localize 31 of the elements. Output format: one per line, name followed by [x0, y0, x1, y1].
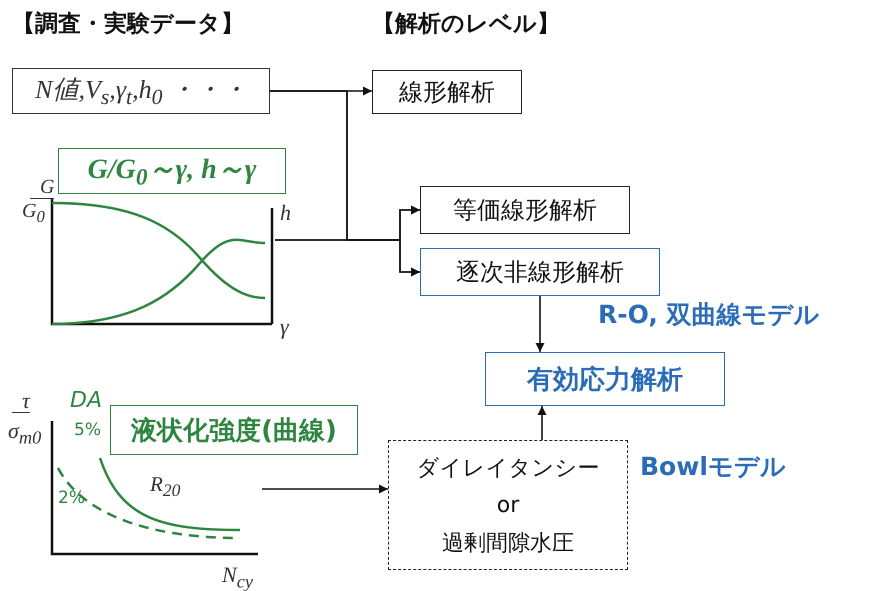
node-text: ダイレイタンシー — [416, 454, 600, 482]
section-heading: 【調査・実験データ】 — [12, 10, 244, 39]
node-text: 過剰間隙水圧 — [442, 530, 574, 558]
node-text: or — [496, 492, 520, 518]
chart-drawing — [50, 198, 275, 326]
series-label: 5% — [74, 420, 101, 440]
axis-label: γ — [280, 314, 289, 340]
process-box — [388, 440, 628, 570]
curve-label: R$_{20}$ — [150, 472, 180, 502]
arrow — [538, 406, 546, 440]
axis-label: N$_{cy}$ — [222, 562, 253, 591]
process-box: 等価線形解析 — [420, 186, 630, 234]
arrow — [275, 239, 420, 276]
axis-label: h — [280, 200, 291, 226]
process-box: 線形解析 — [372, 70, 522, 114]
series-label: 2% — [58, 488, 85, 508]
process-box: 逐次非線形解析 — [420, 248, 660, 296]
arrow — [536, 296, 544, 352]
axis-label: G$_{0}$ — [22, 200, 45, 227]
section-heading: 【解析のレベル】 — [372, 10, 560, 39]
model-label: R-O, 双曲線モデル — [598, 299, 820, 331]
axis-label: σ$_{m0}$ — [8, 418, 42, 448]
axis-label: G — [30, 176, 54, 199]
title-box: G/G$_{0}$～γ, h～γ — [58, 148, 286, 194]
model-label: Bowlモデル — [640, 451, 786, 483]
process-box: 有効応力解析 — [485, 352, 725, 406]
series-label: DA — [70, 388, 102, 413]
arrow — [262, 484, 388, 494]
data-box: N値,V$_{s}$,γ$_{t}$,h$_{0}$ ・・・ — [12, 68, 270, 114]
title-box: 液状化強度(曲線) — [110, 405, 358, 455]
axis-label: τ — [12, 390, 30, 413]
